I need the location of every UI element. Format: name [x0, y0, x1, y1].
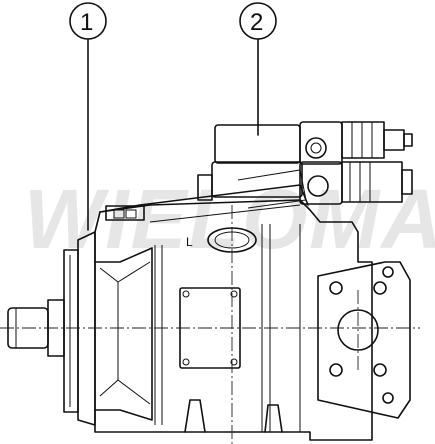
center-lines — [0, 205, 420, 444]
port-l-label: L — [186, 235, 193, 249]
callout-1-number: 1 — [80, 9, 93, 36]
rear-port-block — [317, 261, 411, 419]
rear-port-bore — [337, 309, 379, 351]
control-valve — [197, 121, 413, 209]
callout-1: 1 — [69, 2, 107, 231]
callout-2: 2 — [239, 2, 277, 136]
watermark-text: WIELOMA — [24, 172, 435, 266]
callout-2-number: 2 — [250, 9, 263, 36]
